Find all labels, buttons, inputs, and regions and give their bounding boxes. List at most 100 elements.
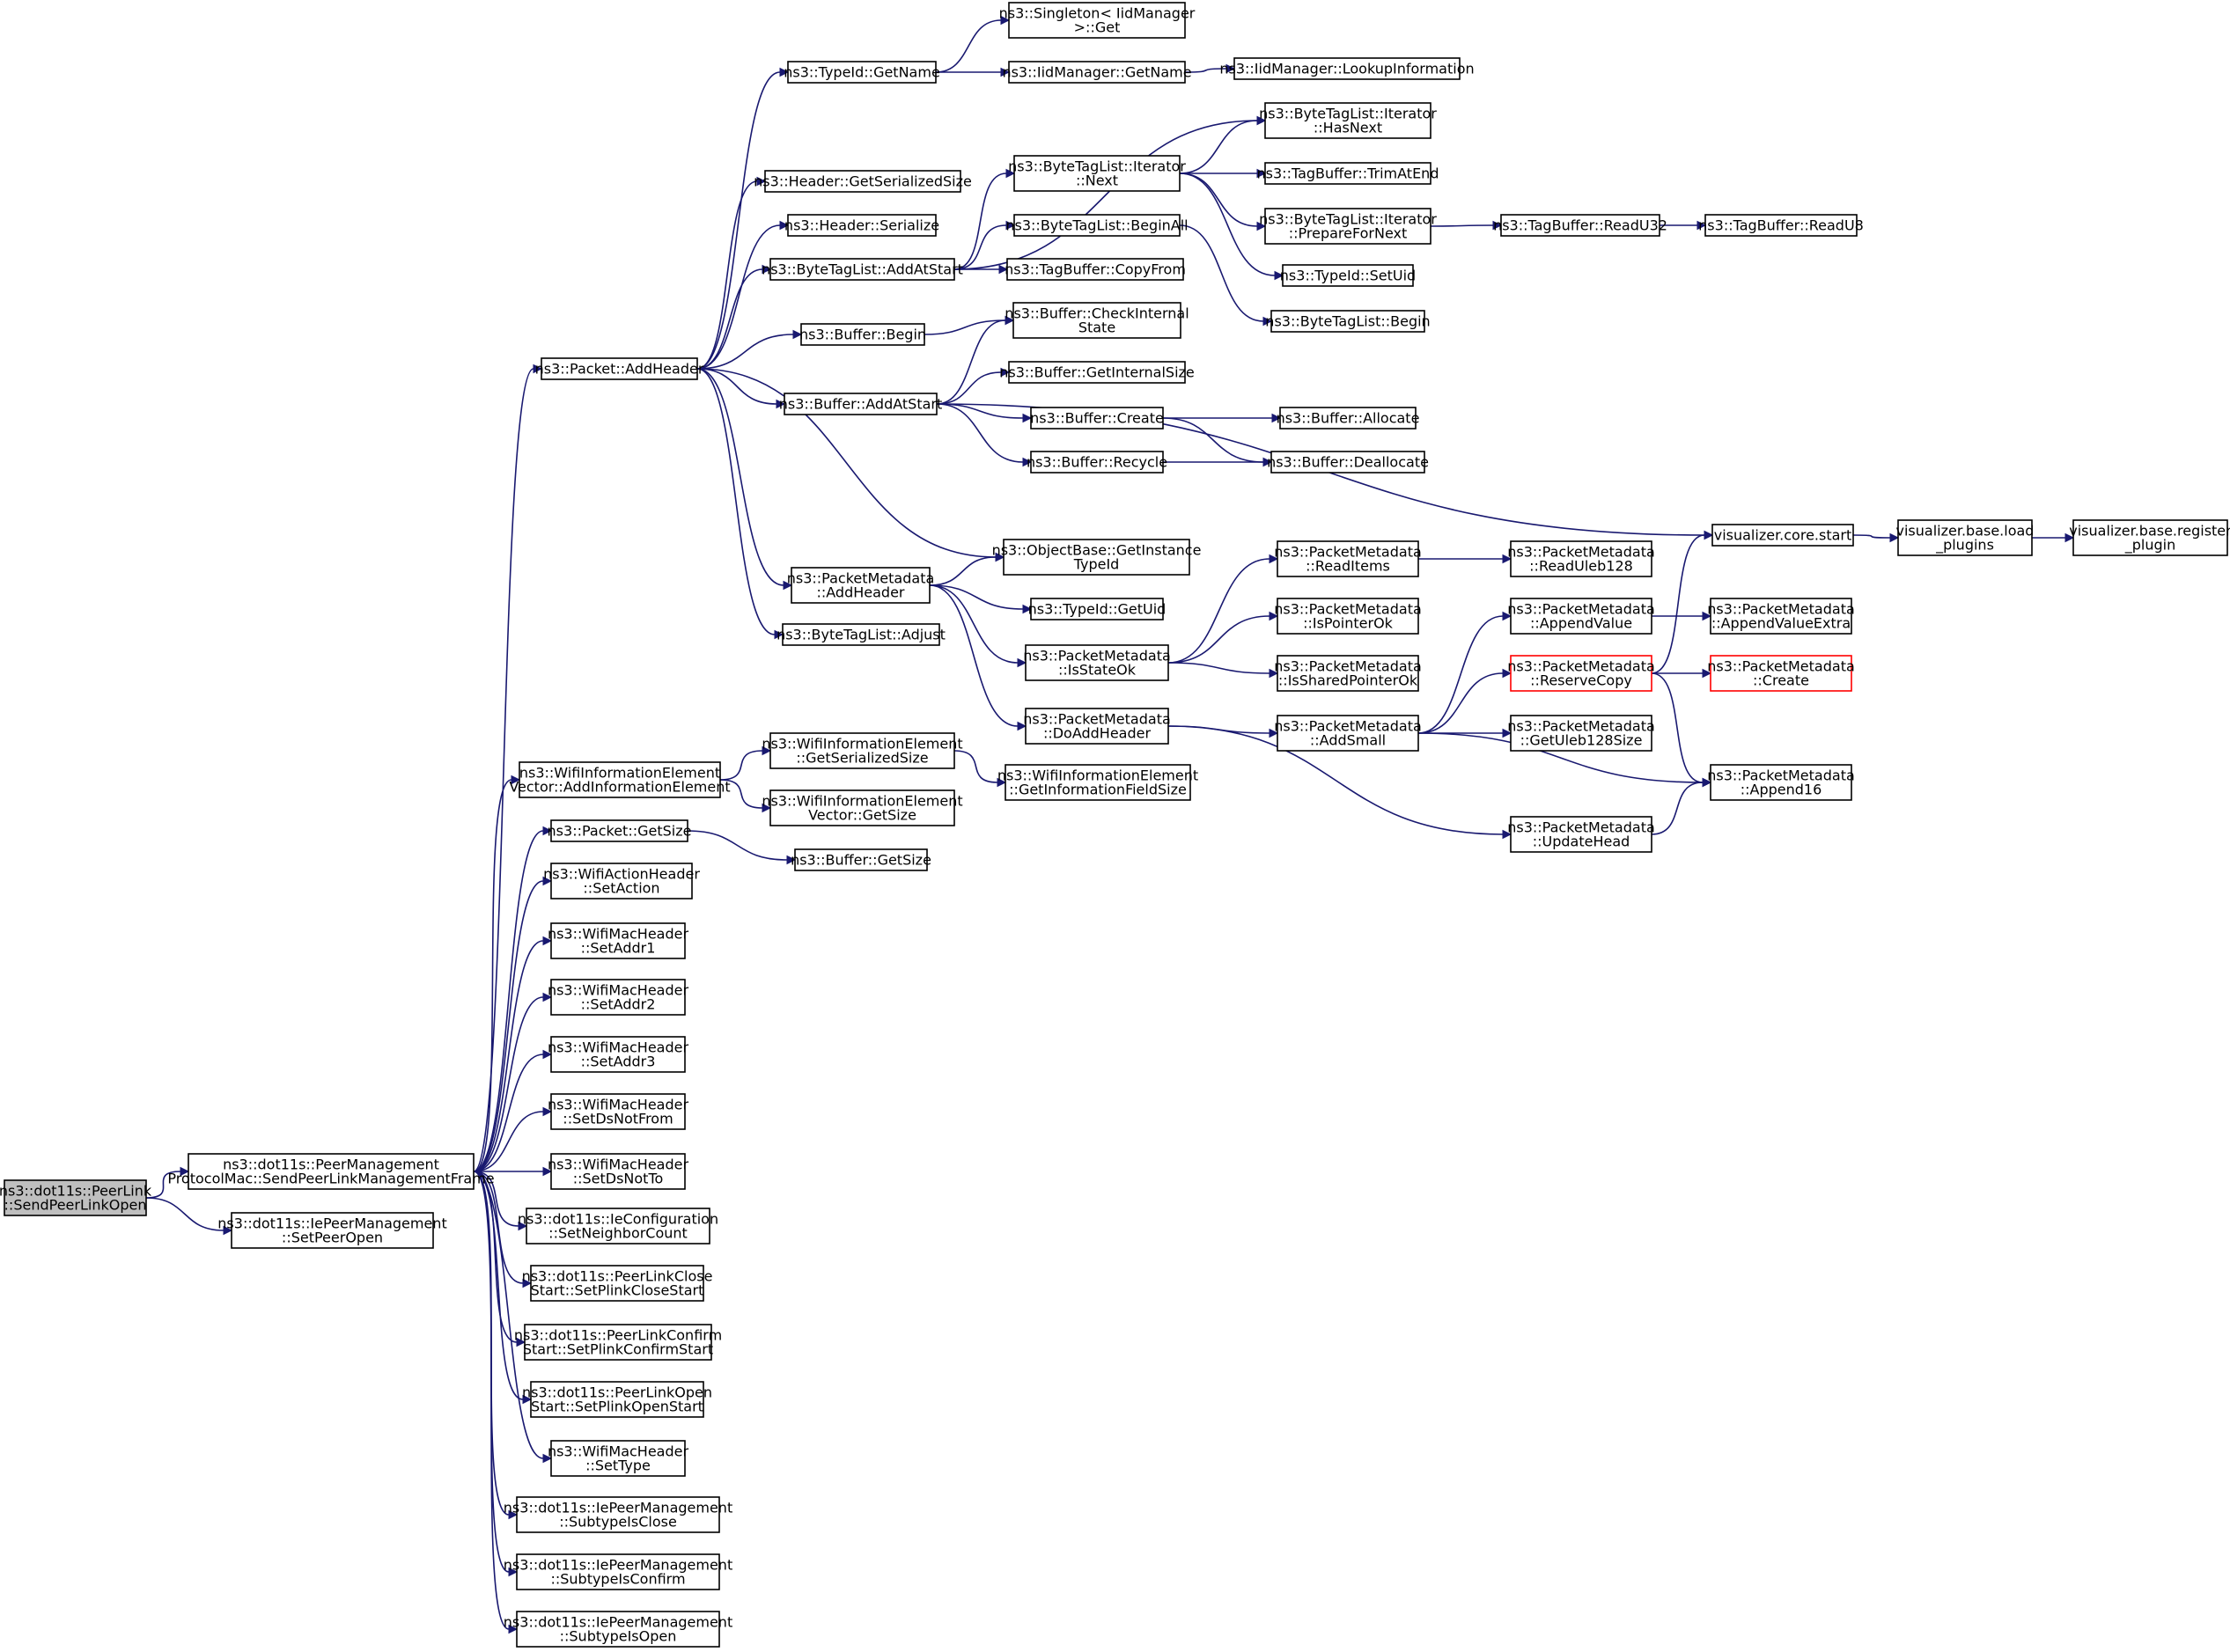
node-addheader[interactable]: ns3::Packet::AddHeader (535, 357, 704, 380)
edge-sendframe-to-setaddr3 (473, 1049, 553, 1172)
node-pmdoaddheader[interactable]: ns3::PacketMetadata::DoAddHeader (1023, 708, 1171, 745)
node-label-line: ns3::PacketMetadata (1274, 718, 1422, 735)
node-btladjust[interactable]: ns3::ByteTagList::Adjust (776, 623, 946, 646)
node-iidlookup[interactable]: ns3::IidManager::LookupInformation (1219, 57, 1475, 80)
edge-addheader-to-bufbegin (696, 329, 803, 370)
node-vizcorestart[interactable]: visualizer.core.start (1711, 524, 1854, 547)
node-wiegetsersize[interactable]: ns3::WifiInformationElement::GetSerializ… (762, 732, 963, 769)
edge-bufcreate-to-bufallocate (1162, 413, 1282, 423)
node-btlithasnext[interactable]: ns3::ByteTagList::Iterator::HasNext (1259, 102, 1437, 139)
edge-pmaddheader-to-typeidgetuid (929, 584, 1033, 614)
node-addinfoelem[interactable]: ns3::WifiInformationElementVector::AddIn… (509, 761, 731, 798)
node-bufallocate[interactable]: ns3::Buffer::Allocate (1277, 407, 1420, 430)
node-pmappendvalueextra[interactable]: ns3::PacketMetadata::AppendValueExtra (1707, 598, 1855, 635)
node-btlbegin[interactable]: ns3::ByteTagList::Begin (1265, 310, 1431, 333)
node-pmreservecopy[interactable]: ns3::PacketMetadata::ReserveCopy (1507, 655, 1655, 692)
node-tagbufcopyfrom[interactable]: ns3::TagBuffer::CopyFrom (1005, 258, 1186, 281)
arrowhead (756, 176, 767, 187)
node-setaddr1[interactable]: ns3::WifiMacHeader::SetAddr1 (548, 922, 689, 959)
node-pmcreate[interactable]: ns3::PacketMetadata::Create (1707, 655, 1855, 692)
node-sendframe[interactable]: ns3::dot11s::PeerManagementProtocolMac::… (167, 1153, 495, 1190)
edge-addheader-to-typeidgetname (696, 67, 790, 370)
node-subtypeisopen[interactable]: ns3::dot11s::IePeerManagement::SubtypeIs… (504, 1611, 732, 1648)
node-pktgetsize[interactable]: ns3::Packet::GetSize (548, 819, 692, 842)
node-wievecgetsize[interactable]: ns3::WifiInformationElementVector::GetSi… (762, 789, 963, 826)
node-settype[interactable]: ns3::WifiMacHeader::SetType (548, 1440, 689, 1477)
node-vizloadplugins[interactable]: visualizer.base.load_plugins (1896, 519, 2035, 556)
node-label-line: ::ReserveCopy (1530, 672, 1632, 689)
node-bufaddatstart[interactable]: ns3::Buffer::AddAtStart (779, 393, 943, 415)
arrowhead (995, 552, 1005, 562)
node-setplinkopen[interactable]: ns3::dot11s::PeerLinkOpenStart::SetPlink… (522, 1381, 712, 1418)
node-label-line: ns3::TagBuffer::ReadU8 (1698, 217, 1864, 234)
node-setplinkconfirm[interactable]: ns3::dot11s::PeerLinkConfirmStart::SetPl… (514, 1324, 722, 1361)
node-pmreaduleb[interactable]: ns3::PacketMetadata::ReadUleb128 (1507, 540, 1655, 577)
node-bufbegin[interactable]: ns3::Buffer::Begin (799, 323, 926, 346)
node-tagbufreadu32[interactable]: ns3::TagBuffer::ReadU32 (1493, 214, 1667, 237)
node-typeidgetname[interactable]: ns3::TypeId::GetName (784, 61, 940, 84)
node-pmisstateok[interactable]: ns3::PacketMetadata::IsStateOk (1023, 644, 1171, 681)
node-iidgetname[interactable]: ns3::IidManager::GetName (1002, 61, 1192, 84)
edge-btlitnext-to-btlithasnext (1179, 115, 1267, 174)
node-setdsnotto[interactable]: ns3::WifiMacHeader::SetDsNotTo (548, 1153, 689, 1190)
node-pmreaditems[interactable]: ns3::PacketMetadata::ReadItems (1274, 540, 1422, 577)
node-bufgetinternal[interactable]: ns3::Buffer::GetInternalSize (999, 361, 1195, 384)
node-setplinkclose[interactable]: ns3::dot11s::PeerLinkCloseStart::SetPlin… (522, 1265, 713, 1302)
node-setaddr2[interactable]: ns3::WifiMacHeader::SetAddr2 (548, 979, 689, 1016)
node-typeidgetuid[interactable]: ns3::TypeId::GetUid (1028, 598, 1167, 620)
node-subtypeisclose[interactable]: ns3::dot11s::IePeerManagement::SubtypeIs… (504, 1496, 732, 1533)
node-label-line: ns3::dot11s::PeerLinkOpen (522, 1384, 712, 1401)
node-setpeeropen[interactable]: ns3::dot11s::IePeerManagement::SetPeerOp… (217, 1212, 447, 1249)
node-label-line: ns3::PacketMetadata (1274, 601, 1422, 618)
node-box (791, 567, 931, 604)
edge-sendframe-to-setdsnotfrom (473, 1106, 553, 1172)
node-singletonget[interactable]: ns3::Singleton< IidManager >::Get (999, 2, 1196, 39)
node-box (1282, 264, 1414, 287)
node-bufcreate[interactable]: ns3::Buffer::Create (1030, 407, 1164, 430)
arrowhead (1022, 604, 1033, 614)
node-pmaddsmall[interactable]: ns3::PacketMetadata::AddSmall (1274, 715, 1422, 752)
node-label-line: Vector::GetSize (808, 807, 916, 824)
node-headergetsersize[interactable]: ns3::Header::GetSerializedSize (754, 170, 972, 193)
node-wiegetinfofield[interactable]: ns3::WifiInformationElement::GetInformat… (997, 764, 1198, 801)
node-btladdatstart[interactable]: ns3::ByteTagList::AddAtStart (762, 258, 963, 281)
arrowhead (762, 803, 772, 813)
node-box (1008, 361, 1186, 384)
node-btlitnext[interactable]: ns3::ByteTagList::Iterator::Next (1008, 155, 1186, 192)
arrowhead (542, 876, 553, 886)
node-pmupdatehead[interactable]: ns3::PacketMetadata::UpdateHead (1507, 816, 1655, 853)
edge-sendframe-to-setaddr1 (473, 936, 553, 1172)
node-btlbeginall[interactable]: ns3::ByteTagList::BeginAll (1005, 214, 1189, 237)
node-bufdeallocate[interactable]: ns3::Buffer::Deallocate (1267, 451, 1429, 474)
node-root[interactable]: ns3::dot11s::PeerLink::SendPeerLinkOpen (0, 1179, 152, 1216)
node-setaddr3[interactable]: ns3::WifiMacHeader::SetAddr3 (548, 1036, 689, 1073)
node-setdsnotfrom[interactable]: ns3::WifiMacHeader::SetDsNotFrom (548, 1093, 689, 1130)
node-pmispointerok[interactable]: ns3::PacketMetadata::IsPointerOk (1274, 598, 1422, 635)
node-tagbuftrim[interactable]: ns3::TagBuffer::TrimAtEnd (1257, 162, 1439, 185)
node-pmissharedok[interactable]: ns3::PacketMetadata::IsSharedPointerOk (1274, 655, 1422, 692)
node-pmgetuleb[interactable]: ns3::PacketMetadata::GetUleb128Size (1507, 715, 1655, 752)
node-box (1006, 258, 1184, 281)
edge-addinfoelem-to-wiegetsersize (719, 745, 772, 781)
node-btlitprepare[interactable]: ns3::ByteTagList::Iterator::PrepareForNe… (1259, 208, 1437, 245)
node-headerserialize[interactable]: ns3::Header::Serialize (784, 214, 939, 237)
node-subtypeisconfirm[interactable]: ns3::dot11s::IePeerManagement::SubtypeIs… (504, 1553, 732, 1590)
node-tagbufreadu8[interactable]: ns3::TagBuffer::ReadU8 (1698, 214, 1864, 237)
node-vizregister[interactable]: visualizer.base.register_plugin (2069, 519, 2230, 556)
node-pmappend16[interactable]: ns3::PacketMetadata::Append16 (1707, 764, 1855, 801)
node-pmaddheader[interactable]: ns3::PacketMetadata::AddHeader (787, 567, 935, 604)
node-bufgetsize[interactable]: ns3::Buffer::GetSize (791, 848, 931, 871)
node-label-line: ::SetDsNotFrom (563, 1111, 673, 1127)
node-label-line: ::GetSerializedSize (796, 750, 928, 767)
edge-pmaddheader-to-pmdoaddheader (929, 584, 1027, 731)
node-box (1005, 764, 1191, 801)
node-bufrecycle[interactable]: ns3::Buffer::Recycle (1027, 451, 1167, 474)
edge-sendframe-to-setplinkclose (473, 1171, 533, 1289)
node-pmappendvalue[interactable]: ns3::PacketMetadata::AppendValue (1507, 598, 1655, 635)
node-setneighborcount[interactable]: ns3::dot11s::IeConfiguration::SetNeighbo… (518, 1208, 718, 1245)
node-setaction[interactable]: ns3::WifiActionHeader::SetAction (543, 863, 700, 899)
node-typeidsetuid[interactable]: ns3::TypeId::SetUid (1280, 264, 1416, 287)
